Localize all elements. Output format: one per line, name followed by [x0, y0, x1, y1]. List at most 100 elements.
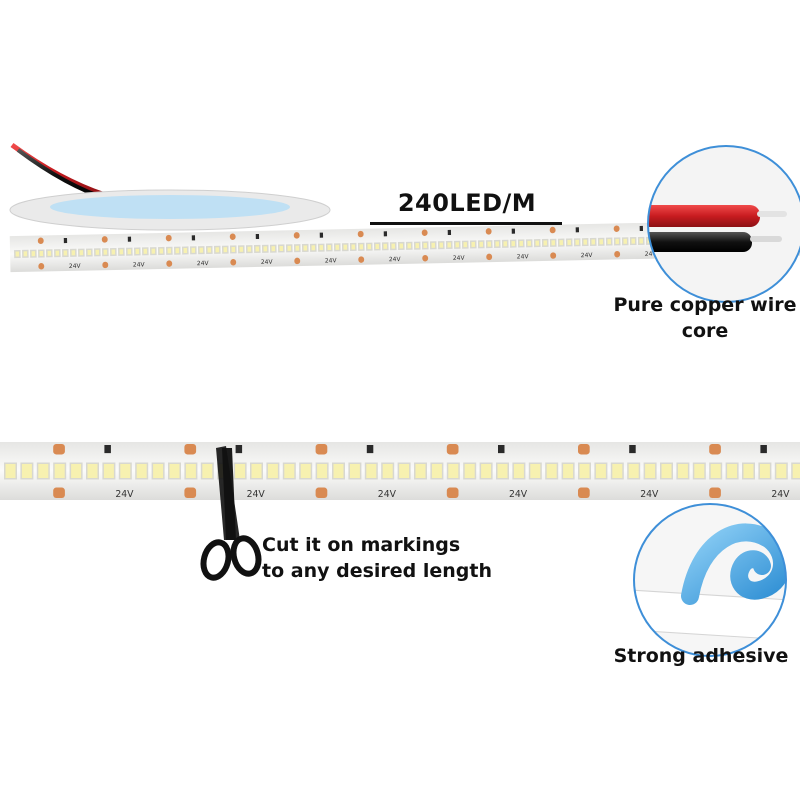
- resistor: [498, 445, 505, 454]
- led-chip: [612, 464, 623, 478]
- led-chip: [31, 251, 36, 257]
- led-chip: [71, 250, 76, 256]
- led-chip: [199, 247, 204, 253]
- copper-pad: [614, 250, 621, 258]
- led-chip: [481, 464, 492, 478]
- voltage-marking: 24V: [509, 489, 528, 500]
- led-chip: [447, 242, 452, 248]
- copper-pad: [315, 444, 328, 455]
- led-chip: [271, 246, 276, 252]
- copper-pad: [421, 229, 428, 236]
- resistor: [639, 225, 644, 232]
- voltage-marking: 24V: [581, 252, 594, 259]
- led-chip: [15, 251, 20, 257]
- copper-pad: [549, 226, 556, 234]
- led-chip: [21, 464, 32, 478]
- voltage-marking: 24V: [645, 251, 658, 258]
- led-chip: [591, 239, 596, 245]
- led-chip: [295, 245, 300, 251]
- led-chip: [317, 464, 328, 478]
- led-chip: [54, 464, 65, 478]
- voltage-marking: 24V: [261, 259, 274, 266]
- copper-pad: [578, 444, 590, 455]
- copper-pad: [184, 444, 197, 455]
- resistor: [235, 445, 243, 454]
- led-chip: [143, 248, 148, 254]
- copper-pad: [38, 263, 45, 270]
- led-chip: [759, 464, 770, 478]
- led-chip: [639, 238, 644, 244]
- led-chip: [215, 247, 220, 253]
- led-chip: [530, 464, 541, 478]
- voltage-marking: 24V: [517, 253, 530, 260]
- led-chip: [175, 248, 180, 254]
- led-chip: [136, 464, 147, 478]
- copper-pad: [357, 230, 364, 238]
- led-chip: [415, 464, 426, 478]
- led-chip: [382, 464, 393, 478]
- led-chip: [235, 464, 246, 478]
- copper-pad: [53, 444, 65, 455]
- copper-pad: [184, 487, 197, 498]
- copper-pad: [37, 237, 44, 245]
- led-chip: [519, 240, 524, 246]
- resistor: [511, 228, 516, 234]
- led-chip: [223, 247, 228, 253]
- led-chip: [87, 464, 98, 478]
- led-chip: [202, 464, 213, 478]
- voltage-marking: 24V: [771, 489, 790, 500]
- led-chip: [207, 247, 212, 253]
- copper-pad: [229, 233, 236, 240]
- led-chip: [55, 250, 60, 256]
- callout-ring: [633, 503, 787, 657]
- voltage-marking: 24V: [640, 489, 659, 500]
- copper-pad: [422, 254, 429, 262]
- resistor: [255, 233, 260, 240]
- led-chip: [513, 464, 524, 478]
- voltage-marking: 24V: [378, 489, 397, 500]
- led-chip: [727, 464, 738, 478]
- led-chip: [383, 243, 388, 249]
- resistor: [63, 237, 68, 244]
- led-chip: [375, 243, 380, 250]
- led-chip: [5, 464, 16, 478]
- voltage-marking: 24V: [69, 263, 82, 270]
- strip-backing: [634, 589, 786, 641]
- black-wire: [648, 232, 752, 252]
- led-chip: [479, 241, 484, 247]
- led-chip: [399, 243, 404, 249]
- led-chip: [300, 464, 311, 478]
- copper-pad: [166, 260, 173, 267]
- led-chip: [776, 464, 787, 478]
- copper-core-top: [757, 211, 787, 217]
- led-chip: [351, 244, 356, 250]
- led-chip: [431, 464, 442, 478]
- copper-pad: [230, 259, 237, 266]
- led-chip: [159, 248, 164, 254]
- copper-pad: [709, 487, 721, 498]
- led-chip: [645, 464, 656, 478]
- resistor: [629, 445, 636, 454]
- led-chip: [111, 249, 116, 255]
- voltage-marking: 24V: [133, 261, 146, 268]
- led-chip: [615, 238, 620, 244]
- led-chip: [39, 250, 44, 257]
- led-chip: [151, 248, 156, 254]
- led-chip: [135, 248, 140, 255]
- led-chip: [279, 245, 284, 252]
- resistor: [366, 445, 374, 454]
- voltage-marking: 24V: [197, 260, 210, 267]
- copper-wire-caption: Pure copper wire core: [610, 292, 800, 344]
- led-chip: [463, 242, 468, 248]
- voltage-marking: 24V: [325, 257, 338, 264]
- led-chip: [546, 464, 557, 478]
- copper-pad: [165, 234, 172, 242]
- led-chip: [333, 464, 344, 478]
- led-chip: [367, 244, 372, 250]
- led-chip: [511, 241, 516, 247]
- led-chip: [183, 247, 188, 254]
- resistor: [575, 227, 580, 233]
- led-chip: [103, 464, 114, 478]
- led-chip: [464, 464, 475, 478]
